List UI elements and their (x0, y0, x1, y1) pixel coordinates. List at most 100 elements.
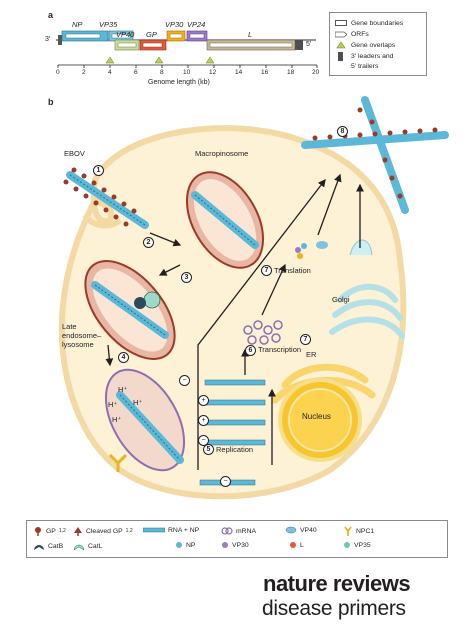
catl-icon (73, 544, 85, 551)
gp-icon (35, 527, 41, 536)
gene-boundary-swatch (335, 20, 347, 26)
legend-leaders: 3′ leaders and (335, 51, 393, 61)
step-7-golgi: 7 (300, 334, 311, 345)
legend-catl: CatL (73, 541, 102, 551)
legend-vp35-text: VP35 (354, 541, 371, 549)
legend-mrna-text: mRNA (236, 527, 257, 535)
step-4: 4 (118, 352, 129, 363)
arrow-translation-to-membrane (317, 173, 342, 236)
step-3: 3 (181, 272, 192, 283)
transcription-label: Transcription (258, 345, 302, 354)
step-7-translation: 7 (261, 265, 272, 276)
minus-sign-2: − (198, 435, 209, 446)
overlap-triangle-icon (336, 41, 346, 49)
legend-gene-boundaries-text: Gene boundaries (351, 19, 404, 27)
legend-vp30-text: VP30 (232, 541, 249, 549)
legend-cleaved-gp-text: Cleaved GP (86, 527, 123, 535)
cleaved-gp-icon (74, 527, 82, 536)
tick-0: 0 (56, 69, 60, 76)
legend-orfs: ORFs (335, 29, 369, 39)
gene-overlap-marker (105, 56, 115, 64)
budding-virion-vertical (361, 96, 409, 214)
hplus-4: H⁺ (133, 398, 143, 407)
tick-10: 10 (183, 69, 191, 76)
legend-orfs-text: ORFs (351, 30, 369, 38)
arrow-step3 (158, 264, 181, 276)
catl-blob (143, 291, 161, 309)
five-prime-trailer (295, 40, 303, 50)
brand-line-1: nature reviews (263, 571, 411, 596)
tick-14: 14 (235, 69, 243, 76)
legend-vp40-text: VP40 (300, 526, 317, 534)
panel-a-legend: Gene boundaries ORFs Gene overlaps 3′ le… (329, 12, 427, 76)
vp40-icon (285, 526, 297, 534)
catb-icon (34, 545, 44, 550)
tick-20: 20 (312, 69, 320, 76)
legend-cleaved-sub: 1,2 (125, 528, 133, 534)
step-6: 6 (245, 345, 256, 356)
np-dot-icon (176, 542, 182, 548)
arrow-step4 (105, 344, 114, 367)
legend-vp40: VP40 (285, 526, 317, 534)
legend-npc1-text: NPC1 (356, 527, 375, 535)
panel-a-letter: a (48, 10, 54, 20)
legend-vp35: VP35 (343, 541, 371, 549)
tick-18: 18 (287, 69, 295, 76)
legend-leaders-text-2: 5′ trailers (351, 62, 379, 70)
step-8: 8 (337, 126, 348, 137)
legend-gp-text: GP (46, 527, 56, 535)
budding-vesicle (349, 239, 373, 256)
panel-b-letter: b (48, 97, 54, 107)
gene-overlap-marker (154, 56, 164, 64)
legend-trailers: 5′ trailers (351, 61, 378, 71)
step-1: 1 (93, 165, 104, 176)
minus-sign-1: − (179, 375, 190, 386)
legend-gene-boundaries: Gene boundaries (335, 18, 403, 28)
legend-catb-text: CatB (48, 542, 64, 550)
virion-endosome (91, 281, 169, 339)
three-prime-leader (58, 35, 62, 45)
rna-np-icon (143, 527, 165, 533)
legend-vp30: VP30 (221, 541, 249, 549)
legend-catl-text: CatL (88, 542, 103, 550)
legend-l-text: L (300, 541, 304, 549)
macropinosome-label: Macropinosome (195, 149, 249, 158)
tick-6: 6 (134, 69, 138, 76)
leader-swatch-icon (338, 51, 343, 61)
late-endosome-label-1: Late (62, 322, 77, 331)
legend-npc1: NPC1 (343, 526, 374, 536)
catb-blob (134, 297, 146, 309)
legend-gp-sub: 1,2 (58, 528, 66, 534)
late-endosome-label-3: lysosome (62, 340, 94, 349)
tick-12: 12 (209, 69, 217, 76)
genome-map (56, 30, 318, 68)
gp-label: GP (146, 30, 157, 39)
replication-label: Replication (216, 445, 254, 454)
l-label: L (248, 30, 253, 39)
step-5: 5 (203, 444, 214, 455)
np-label: NP (72, 20, 83, 29)
late-endosome-label-2: endosome– (62, 331, 102, 340)
vp30-dot-icon (222, 542, 228, 548)
nucleus-label: Nucleus (302, 412, 331, 421)
npc1-icon (344, 526, 352, 536)
vp35-dot-icon (344, 542, 350, 548)
plus-sign-2: + (198, 415, 209, 426)
translation-products (295, 241, 328, 259)
translation-label: Translation (274, 266, 311, 275)
legend-catb: CatB (33, 541, 63, 551)
vp40-label: VP40 (116, 30, 135, 39)
hplus-2: H⁺ (108, 400, 118, 409)
tick-8: 8 (160, 69, 164, 76)
legend-leaders-text-1: 3′ leaders and (351, 52, 394, 60)
legend-np: NP (175, 541, 195, 549)
legend-gene-overlaps: Gene overlaps (335, 40, 395, 50)
arrow-to-translation (261, 263, 286, 316)
er-label: ER (306, 350, 317, 359)
tick-4: 4 (108, 69, 112, 76)
three-prime-label: 3′ (45, 36, 51, 43)
legend-gene-overlaps-text: Gene overlaps (351, 41, 396, 49)
minus-sign-3: − (220, 476, 231, 487)
step-2: 2 (143, 237, 154, 248)
